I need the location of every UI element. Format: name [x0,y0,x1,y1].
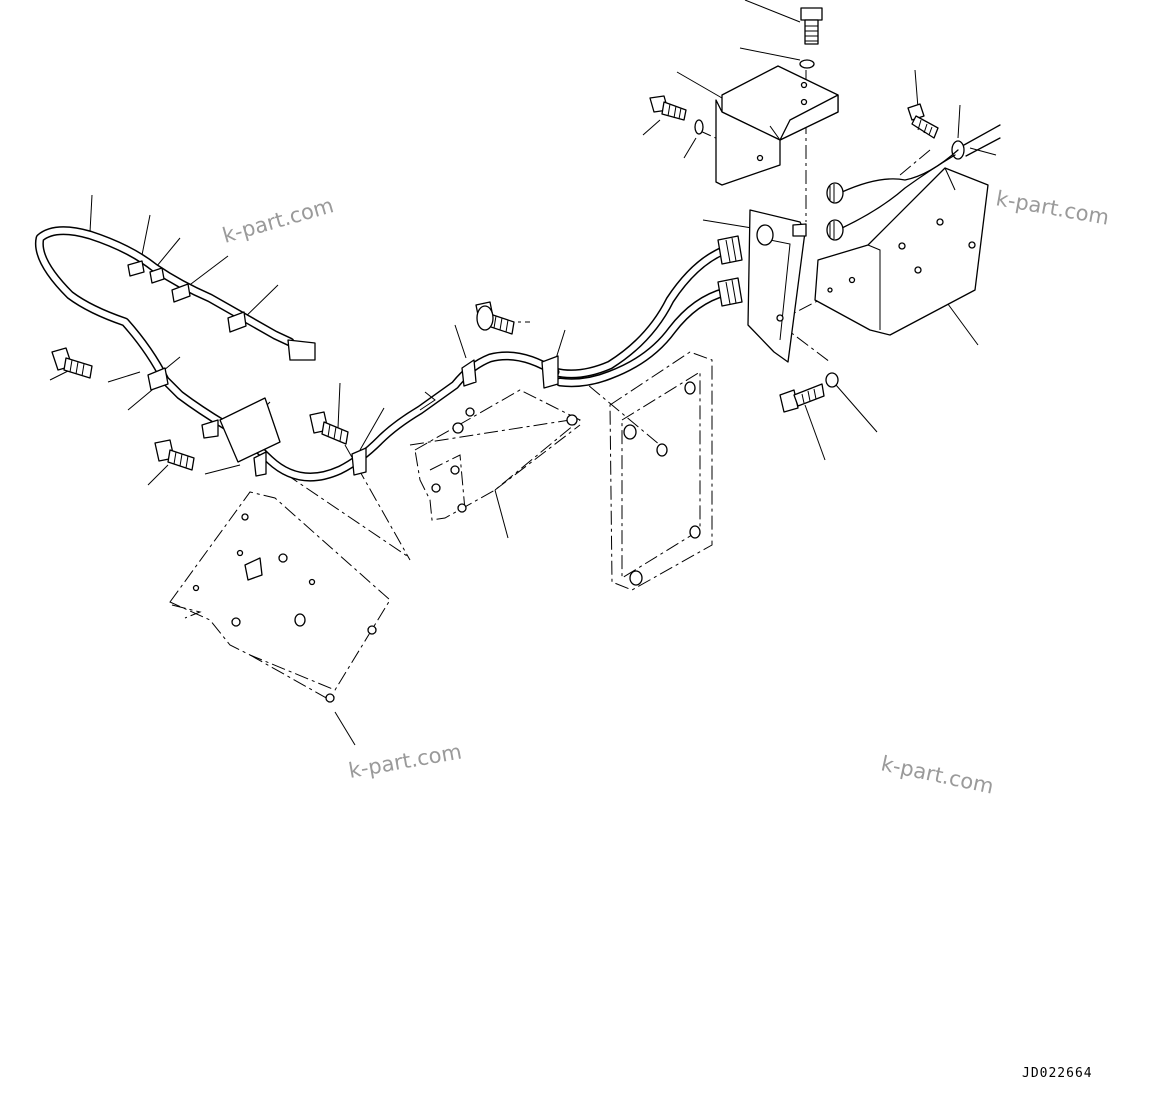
left-bolt-upper [649,95,704,135]
right-cover [814,167,989,336]
watermark-1: k-part.com [220,193,337,248]
top-bolt [799,7,823,69]
watermarks: k-part.com k-part.com k-part.com k-part.… [220,186,1111,798]
sensor-plugs [826,149,959,241]
lower-left-plate [169,491,391,703]
drawing-code: JD022664 [1022,1066,1093,1081]
hoses [550,235,743,388]
watermark-3: k-part.com [347,739,464,782]
harness-clamps [127,260,559,477]
center-dashed-bracket [414,389,581,521]
tall-dashed-panel [609,351,713,591]
right-top-bolt [907,103,939,139]
watermark-4: k-part.com [879,751,996,798]
watermark-2: k-part.com [994,186,1111,229]
mounting-plate [747,209,807,363]
harness-bolts [51,301,839,471]
main-harness [34,226,560,482]
upper-bracket [715,65,839,186]
leader-lines [49,0,997,746]
